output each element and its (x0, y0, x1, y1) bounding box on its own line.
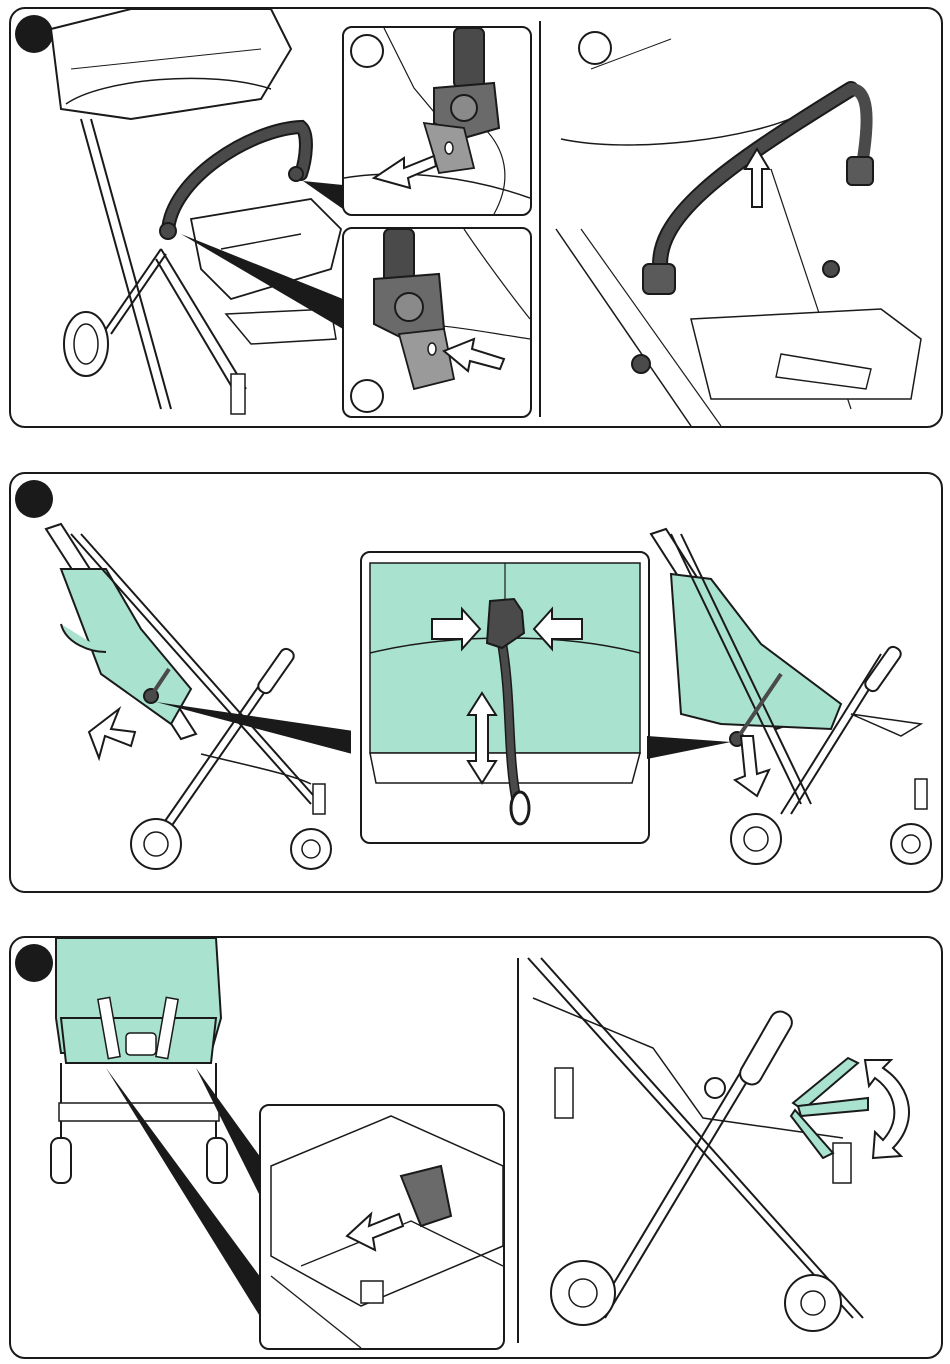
backrest-recline-illustration (641, 474, 941, 891)
inset-strap-adjuster (360, 551, 650, 844)
push-arrow-icon (444, 339, 504, 371)
inset-detail-top (342, 26, 532, 216)
backrest-upright-illustration (11, 474, 351, 891)
panel-divider (539, 21, 541, 417)
push-arrow-icon (89, 709, 135, 758)
panel-2 (9, 472, 943, 893)
bar-removal-illustration (551, 9, 941, 426)
stroller-bumper-illustration (11, 9, 351, 426)
panel-1 (9, 7, 943, 428)
inset-seat-release (259, 1104, 505, 1350)
push-arrow-icon (374, 156, 436, 188)
seat-rear-illustration (11, 938, 261, 1357)
panel-divider (517, 958, 519, 1343)
panel-3 (9, 936, 943, 1359)
rotate-arrow-icon (865, 1060, 909, 1158)
inset-detail-bottom (342, 227, 532, 418)
footrest-adjust-illustration (523, 938, 941, 1357)
